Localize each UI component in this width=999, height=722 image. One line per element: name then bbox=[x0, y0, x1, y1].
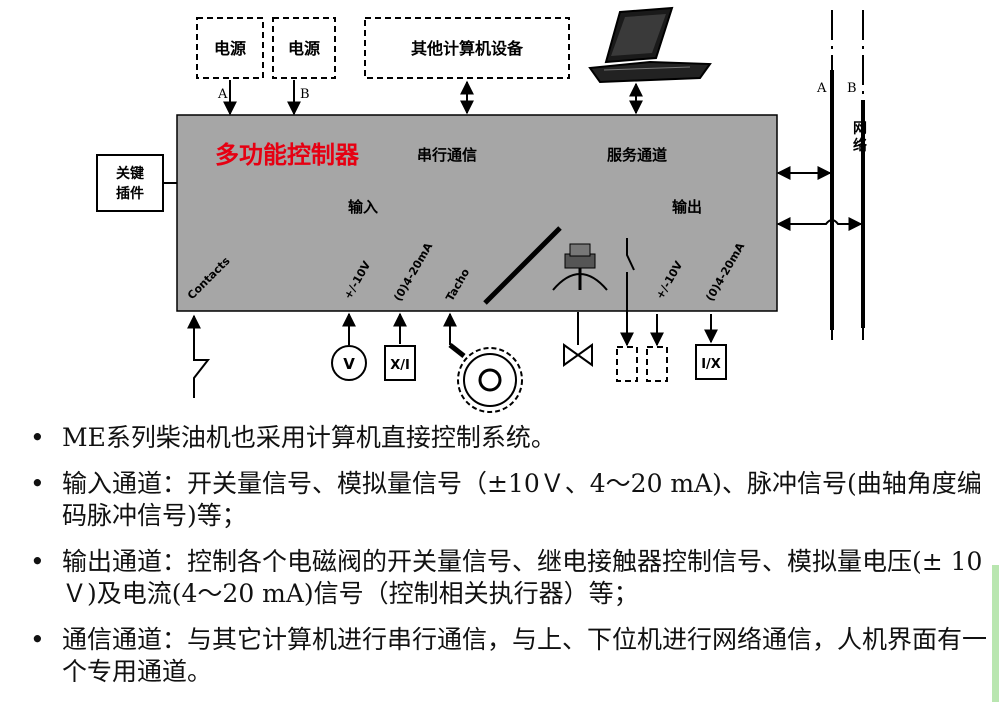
ix-symbol: I/X bbox=[701, 357, 721, 372]
voltmeter-symbol: V bbox=[343, 355, 355, 373]
output-label: 输出 bbox=[672, 198, 702, 216]
divider-line bbox=[483, 226, 562, 305]
power-a-line-label: A bbox=[217, 87, 228, 102]
slide-edge-decoration bbox=[992, 565, 999, 702]
valve-icon bbox=[563, 343, 593, 367]
power-supply-a-box: 电源 bbox=[196, 17, 264, 79]
network-b-label: B bbox=[847, 81, 857, 96]
input-label: 输入 bbox=[348, 198, 378, 216]
controller-title: 多功能控制器 bbox=[215, 141, 360, 169]
bullet-text: ME系列柴油机也采用计算机直接控制系统。 bbox=[62, 423, 556, 452]
power-b-label: 电源 bbox=[288, 39, 320, 58]
relay-coil-icon bbox=[616, 346, 638, 382]
xi-converter-icon: X/I bbox=[384, 345, 416, 381]
tacho-gear-icon bbox=[448, 343, 523, 413]
bullet-dot: • bbox=[30, 423, 45, 452]
network-a-label: A bbox=[816, 81, 827, 96]
bullet-dot: • bbox=[30, 469, 45, 498]
voltmeter-icon: V bbox=[331, 345, 367, 381]
network-bus: A B 网 络 bbox=[816, 10, 867, 340]
bullet-dot: • bbox=[30, 547, 45, 576]
contact-switch-icon bbox=[193, 345, 211, 398]
power-b-line-label: B bbox=[300, 87, 310, 102]
analog-output-icon bbox=[646, 346, 668, 382]
ix-converter-icon: I/X bbox=[695, 344, 727, 380]
key-plugin-label-2: 插件 bbox=[116, 185, 144, 202]
serial-comm-label: 串行通信 bbox=[417, 146, 477, 164]
network-label-1: 网 bbox=[853, 121, 867, 137]
laptop-icon bbox=[588, 6, 712, 84]
key-plugin-box: 关键 插件 bbox=[96, 154, 164, 212]
network-label-2: 络 bbox=[853, 137, 867, 154]
service-channel-label: 服务通道 bbox=[607, 146, 667, 164]
bullet-text: 输出通道：控制各个电磁阀的开关量信号、继电接触器控制信号、模拟量电压(± 10Ｖ… bbox=[62, 547, 983, 608]
bullet-text: 通信通道：与其它计算机进行串行通信，与上、下位机进行网络通信，人机界面有一个专用… bbox=[62, 625, 988, 686]
bullet-dot: • bbox=[30, 625, 45, 654]
actuator-icon bbox=[552, 243, 608, 291]
other-devices-label: 其他计算机设备 bbox=[411, 39, 524, 58]
other-devices-box: 其他计算机设备 bbox=[364, 17, 570, 79]
xi-symbol: X/I bbox=[390, 358, 410, 373]
power-a-label: 电源 bbox=[214, 39, 246, 58]
power-supply-b-box: 电源 bbox=[272, 17, 336, 79]
controller-box bbox=[176, 114, 778, 312]
bullet-text: 输入通道：开关量信号、模拟量信号（±10Ｖ、4～20 mA)、脉冲信号(曲轴角度… bbox=[62, 469, 982, 530]
key-plugin-label-1: 关键 bbox=[116, 165, 145, 182]
relay-contact-icon bbox=[626, 238, 635, 271]
